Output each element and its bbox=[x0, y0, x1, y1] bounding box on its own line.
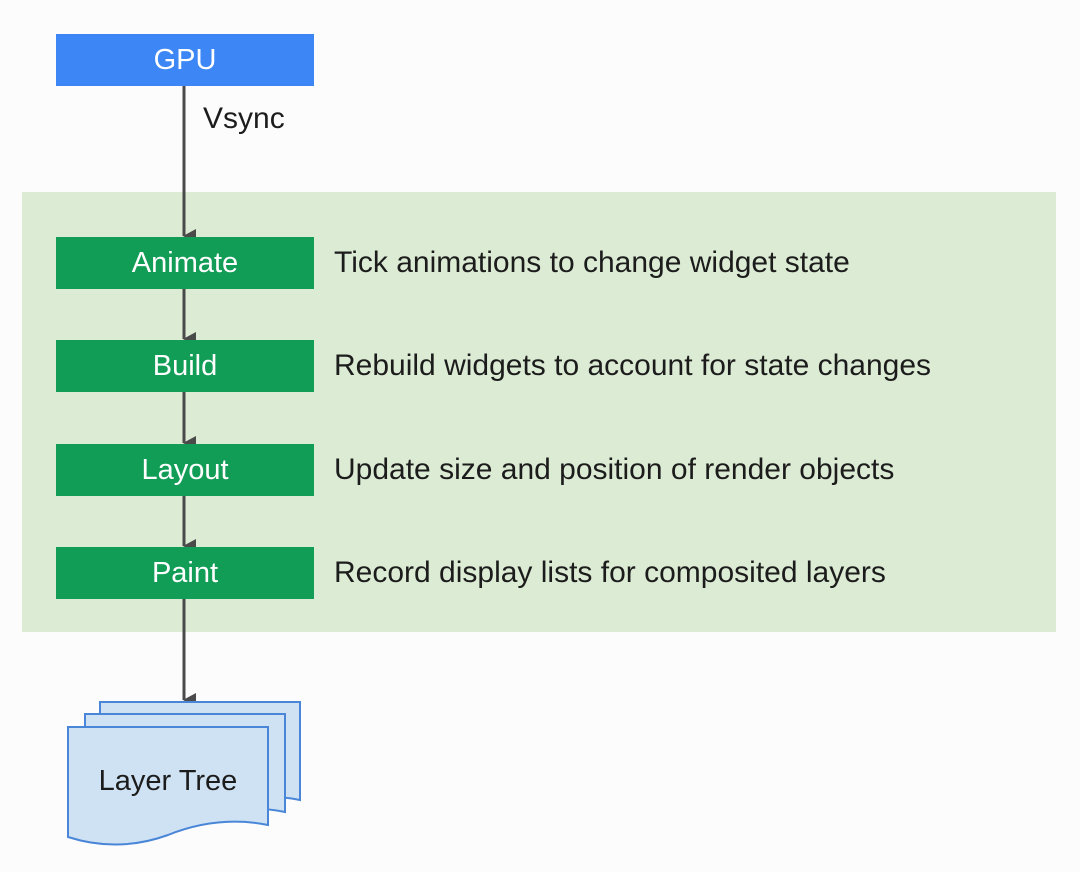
stage-animate-description: Tick animations to change widget state bbox=[334, 246, 850, 279]
stage-paint-box: Paint bbox=[56, 547, 314, 599]
stage-layout-description: Update size and position of render objec… bbox=[334, 453, 895, 486]
gpu-box: GPU bbox=[56, 34, 314, 86]
stage-paint-description: Record display lists for composited laye… bbox=[334, 556, 886, 589]
stage-build-description: Rebuild widgets to account for state cha… bbox=[334, 349, 932, 382]
stage-build-box: Build bbox=[56, 340, 314, 392]
stage-layout-box: Layout bbox=[56, 444, 314, 496]
layer-tree-label: Layer Tree bbox=[98, 765, 238, 797]
vsync-label: Vsync bbox=[203, 102, 285, 135]
layer-tree-document-icon bbox=[67, 701, 301, 846]
stage-animate-box: Animate bbox=[56, 237, 314, 289]
